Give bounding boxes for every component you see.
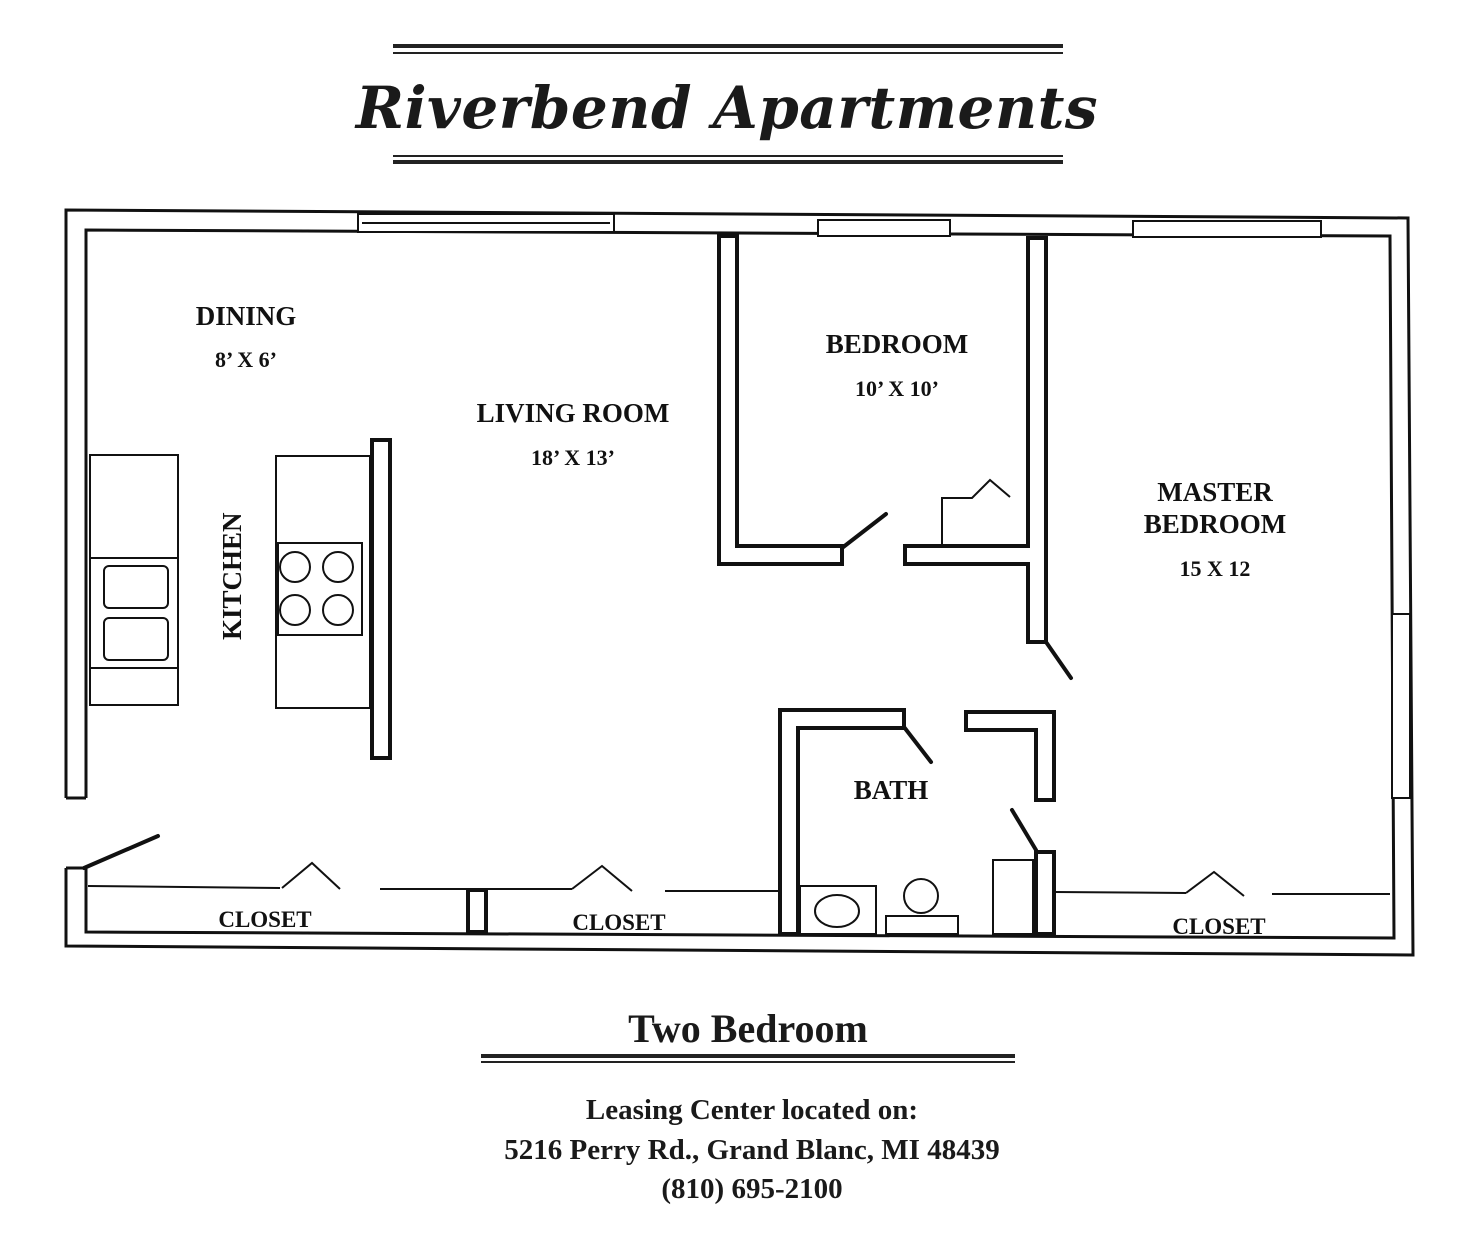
dining-label: DINING [196, 301, 297, 331]
kitchen: KITCHEN [89, 438, 392, 760]
closet-door-fold [281, 861, 341, 890]
closets: CLOSET CLOSET CLOSET [87, 861, 1390, 939]
closet-front-line [1053, 891, 1187, 894]
closet-front-line [87, 885, 281, 889]
bath [778, 708, 1056, 936]
bath-label: BATH [854, 775, 929, 805]
closet-door-fold [571, 864, 633, 892]
bedroom-size: 10’ X 10’ [855, 376, 939, 401]
bedroom-walls [717, 234, 1073, 680]
kitchen-sink-basin [103, 617, 169, 661]
kitchen-partition-wall [370, 438, 392, 760]
window-top-right [1132, 220, 1322, 238]
phone-line: (810) 695-2100 [661, 1173, 842, 1205]
header: Riverbend Apartments [354, 44, 1098, 164]
header-top-rule [393, 44, 1063, 48]
toilet-bowl [903, 878, 939, 914]
plan-type-label: Two Bedroom [628, 1006, 868, 1051]
bath-door [902, 725, 933, 764]
master-bedroom-size: 15 X 12 [1180, 556, 1251, 581]
closet-door-fold [1185, 870, 1245, 897]
stove [277, 542, 363, 636]
kitchen-counter-left [89, 454, 179, 706]
footer-rule-thin [481, 1061, 1015, 1063]
entry-door [82, 834, 160, 870]
header-top-rule-thin [393, 52, 1063, 54]
room-labels: DINING 8’ X 6’ LIVING ROOM 18’ X 13’ BED… [196, 301, 1287, 805]
stove-burner [279, 594, 311, 626]
closet-divider-wall [466, 888, 488, 934]
living-room-size: 18’ X 13’ [531, 445, 615, 470]
leasing-center-line: Leasing Center located on: [586, 1094, 918, 1126]
bath-wall-stub [1034, 850, 1056, 936]
master-bath-door [1010, 808, 1038, 852]
bathtub [799, 885, 877, 935]
header-bottom-rule-thin [393, 155, 1063, 157]
closet-door-fold [941, 478, 1011, 546]
bathtub-basin [814, 894, 860, 928]
header-bottom-rule [393, 160, 1063, 164]
living-room-label: LIVING ROOM [477, 398, 670, 428]
master-bedroom-label: BEDROOM [1144, 509, 1287, 539]
bedroom-door [840, 512, 888, 550]
outer-walls [64, 208, 1415, 957]
kitchen-sink-basin [103, 565, 169, 609]
dining-size: 8’ X 6’ [215, 347, 277, 372]
apartment-name-title: Riverbend Apartments [354, 74, 1098, 142]
address-line: 5216 Perry Rd., Grand Blanc, MI 48439 [504, 1134, 999, 1166]
window-top-middle [817, 219, 951, 237]
outer-wall [64, 208, 1415, 957]
stove-burner [322, 551, 354, 583]
closet-label: CLOSET [572, 910, 665, 935]
bedroom-wall [717, 234, 844, 566]
stove-burner [322, 594, 354, 626]
bath-vanity [992, 859, 1034, 935]
bedroom-label: BEDROOM [826, 329, 969, 359]
closet-label: CLOSET [218, 907, 311, 932]
window-right-wall [1391, 613, 1411, 799]
master-bedroom-label: MASTER [1157, 477, 1273, 507]
bedroom-closet-wall [903, 236, 1048, 644]
bath-wall-right [964, 710, 1056, 802]
toilet-tank [885, 915, 959, 935]
footer-rule [481, 1054, 1015, 1058]
stove-burner [279, 551, 311, 583]
footer: Two Bedroom Leasing Center located on: 5… [481, 1006, 1015, 1205]
inner-wall-line [84, 228, 1396, 940]
kitchen-label: KITCHEN [217, 512, 247, 640]
closet-label: CLOSET [1172, 914, 1265, 939]
bath-wall-left [778, 708, 906, 936]
master-bedroom-door [1044, 640, 1073, 680]
